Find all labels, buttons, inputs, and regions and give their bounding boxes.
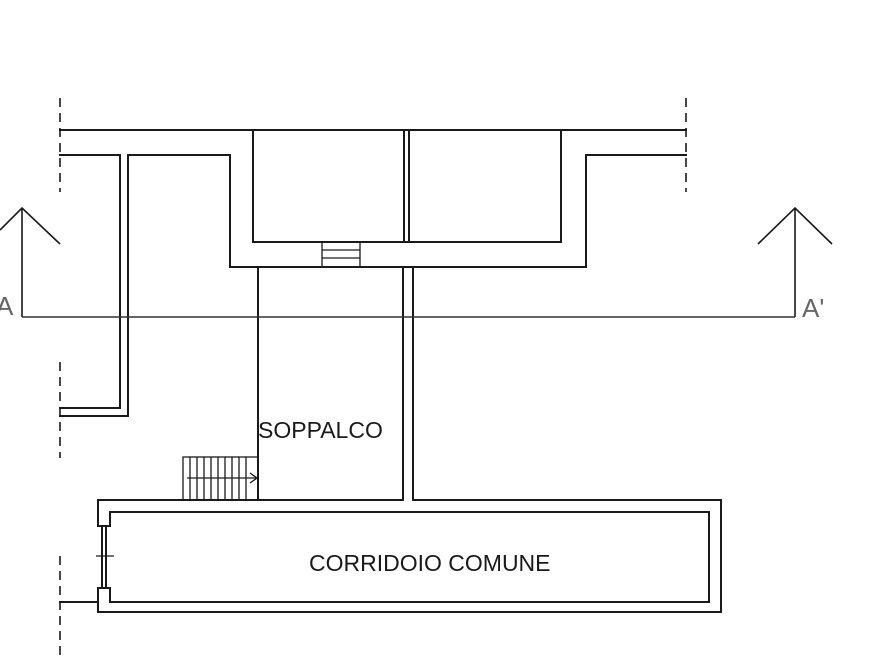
upper-rooms — [252, 129, 562, 243]
section-label-right: A' — [802, 293, 824, 323]
small-steps — [321, 241, 361, 268]
room-label-soppalco: SOPPALCO — [258, 417, 383, 443]
room-label-corridoio: CORRIDOIO COMUNE — [309, 550, 551, 576]
top-wall — [59, 129, 687, 417]
staircase — [182, 456, 259, 501]
cut-off-lines — [59, 98, 687, 655]
corridor — [59, 499, 722, 613]
soppalco-walls — [257, 266, 414, 501]
section-label-left: A — [0, 291, 14, 321]
section-line — [0, 206, 833, 318]
